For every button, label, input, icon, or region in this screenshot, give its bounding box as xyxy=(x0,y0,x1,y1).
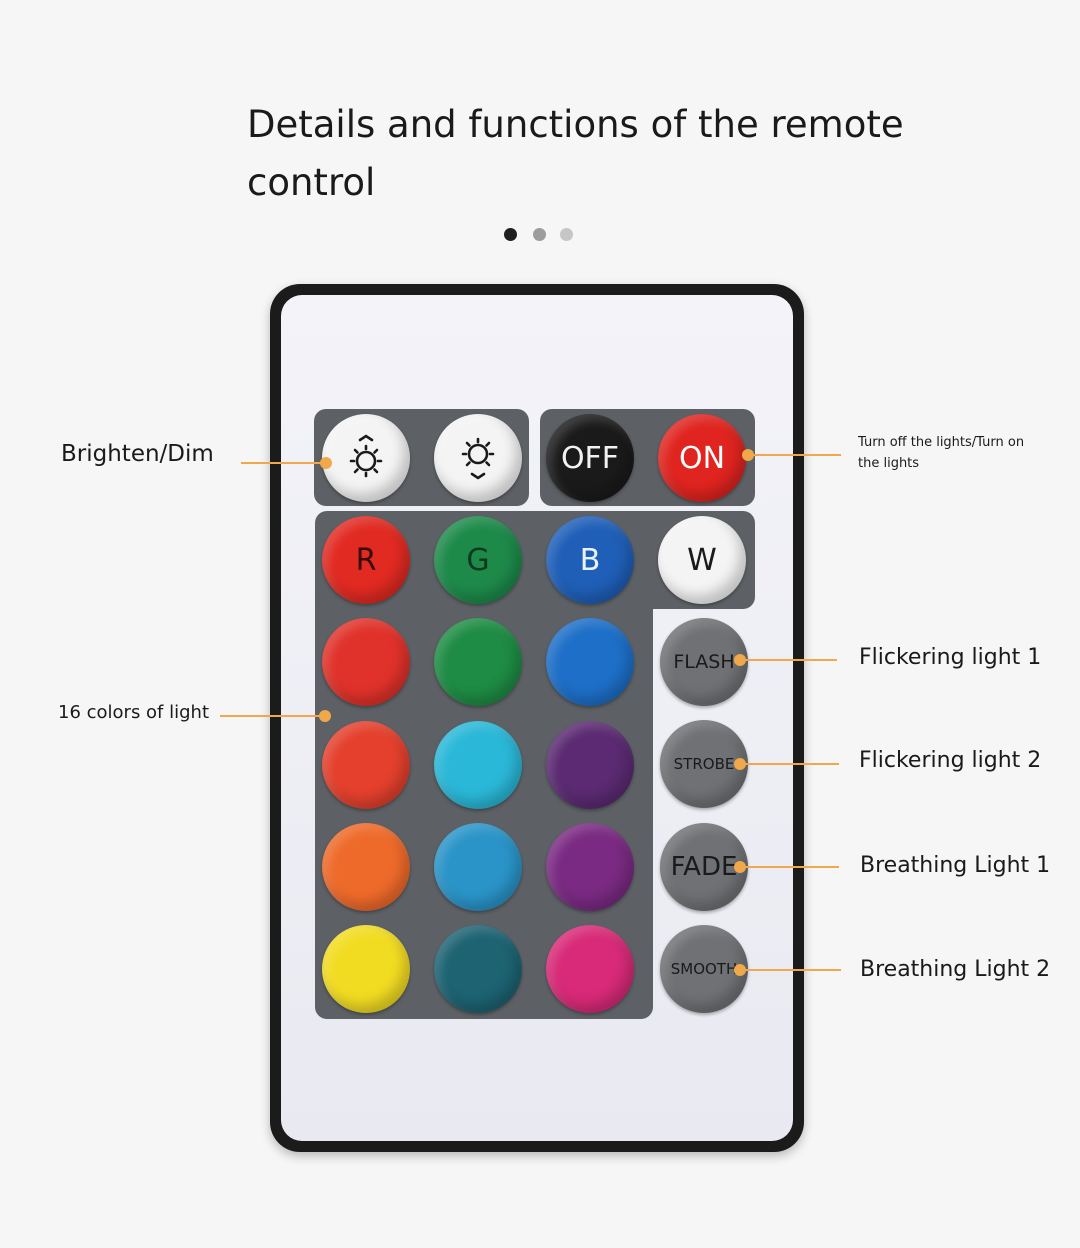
color-button[interactable] xyxy=(546,925,634,1013)
carousel-dot[interactable] xyxy=(533,228,546,241)
color-button-b[interactable]: B xyxy=(546,516,634,604)
callout-line xyxy=(740,969,841,971)
off-label: OFF xyxy=(560,440,620,476)
color-button[interactable] xyxy=(434,618,522,706)
callout-fade: Breathing Light 1 xyxy=(860,853,1051,878)
brighten-button[interactable] xyxy=(322,414,410,502)
color-button[interactable] xyxy=(546,721,634,809)
callout-point xyxy=(734,654,746,666)
smooth-label: SMOOTH xyxy=(670,960,738,978)
fade-label: FADE xyxy=(670,852,738,882)
brighten-icon xyxy=(349,434,383,478)
carousel-dot-active[interactable] xyxy=(504,228,517,241)
color-button-g[interactable]: G xyxy=(434,516,522,604)
callout-line xyxy=(220,715,326,717)
color-button[interactable] xyxy=(434,925,522,1013)
callout-flash: Flickering light 1 xyxy=(859,645,1042,670)
on-button[interactable]: ON xyxy=(658,414,746,502)
callout-line xyxy=(241,462,326,464)
strobe-label: STROBE xyxy=(673,755,735,773)
callout-strobe: Flickering light 2 xyxy=(859,748,1042,773)
callout-on-off-line1: Turn off the lights/Turn on xyxy=(858,435,1025,450)
color-button[interactable] xyxy=(322,823,410,911)
strobe-button[interactable]: STROBE xyxy=(660,720,748,808)
callout-point xyxy=(734,964,746,976)
color-button[interactable] xyxy=(546,823,634,911)
color-button[interactable] xyxy=(434,721,522,809)
fade-button[interactable]: FADE xyxy=(660,823,748,911)
color-g-label: G xyxy=(466,542,490,578)
color-b-label: B xyxy=(579,542,601,578)
color-button[interactable] xyxy=(322,618,410,706)
callout-point xyxy=(320,457,332,469)
color-w-label: W xyxy=(687,542,717,578)
flash-button[interactable]: FLASH xyxy=(660,618,748,706)
color-button[interactable] xyxy=(322,925,410,1013)
smooth-button[interactable]: SMOOTH xyxy=(660,925,748,1013)
on-label: ON xyxy=(678,440,726,476)
callout-line xyxy=(740,763,839,765)
callout-point xyxy=(319,710,331,722)
dim-button[interactable] xyxy=(434,414,522,502)
callout-on-off: Turn off the lights/Turn on the lights xyxy=(858,432,1024,474)
color-r-label: R xyxy=(355,542,377,578)
color-button-r[interactable]: R xyxy=(322,516,410,604)
flash-label: FLASH xyxy=(673,651,735,673)
dim-icon xyxy=(461,437,495,480)
callout-brighten-dim: Brighten/Dim xyxy=(61,441,214,467)
color-button[interactable] xyxy=(546,618,634,706)
color-button[interactable] xyxy=(322,721,410,809)
callout-colors: 16 colors of light xyxy=(58,702,210,723)
callout-line xyxy=(740,659,837,661)
callout-line xyxy=(748,454,841,456)
carousel-dot[interactable] xyxy=(560,228,573,241)
callout-smooth: Breathing Light 2 xyxy=(860,957,1051,982)
off-button[interactable]: OFF xyxy=(546,414,634,502)
callout-point xyxy=(742,449,754,461)
color-button[interactable] xyxy=(434,823,522,911)
callout-on-off-line2: the lights xyxy=(858,456,920,471)
callout-line xyxy=(740,866,839,868)
color-button-w[interactable]: W xyxy=(658,516,746,604)
callout-point xyxy=(734,861,746,873)
callout-point xyxy=(734,758,746,770)
page-title: Details and functions of the remote cont… xyxy=(247,103,904,204)
